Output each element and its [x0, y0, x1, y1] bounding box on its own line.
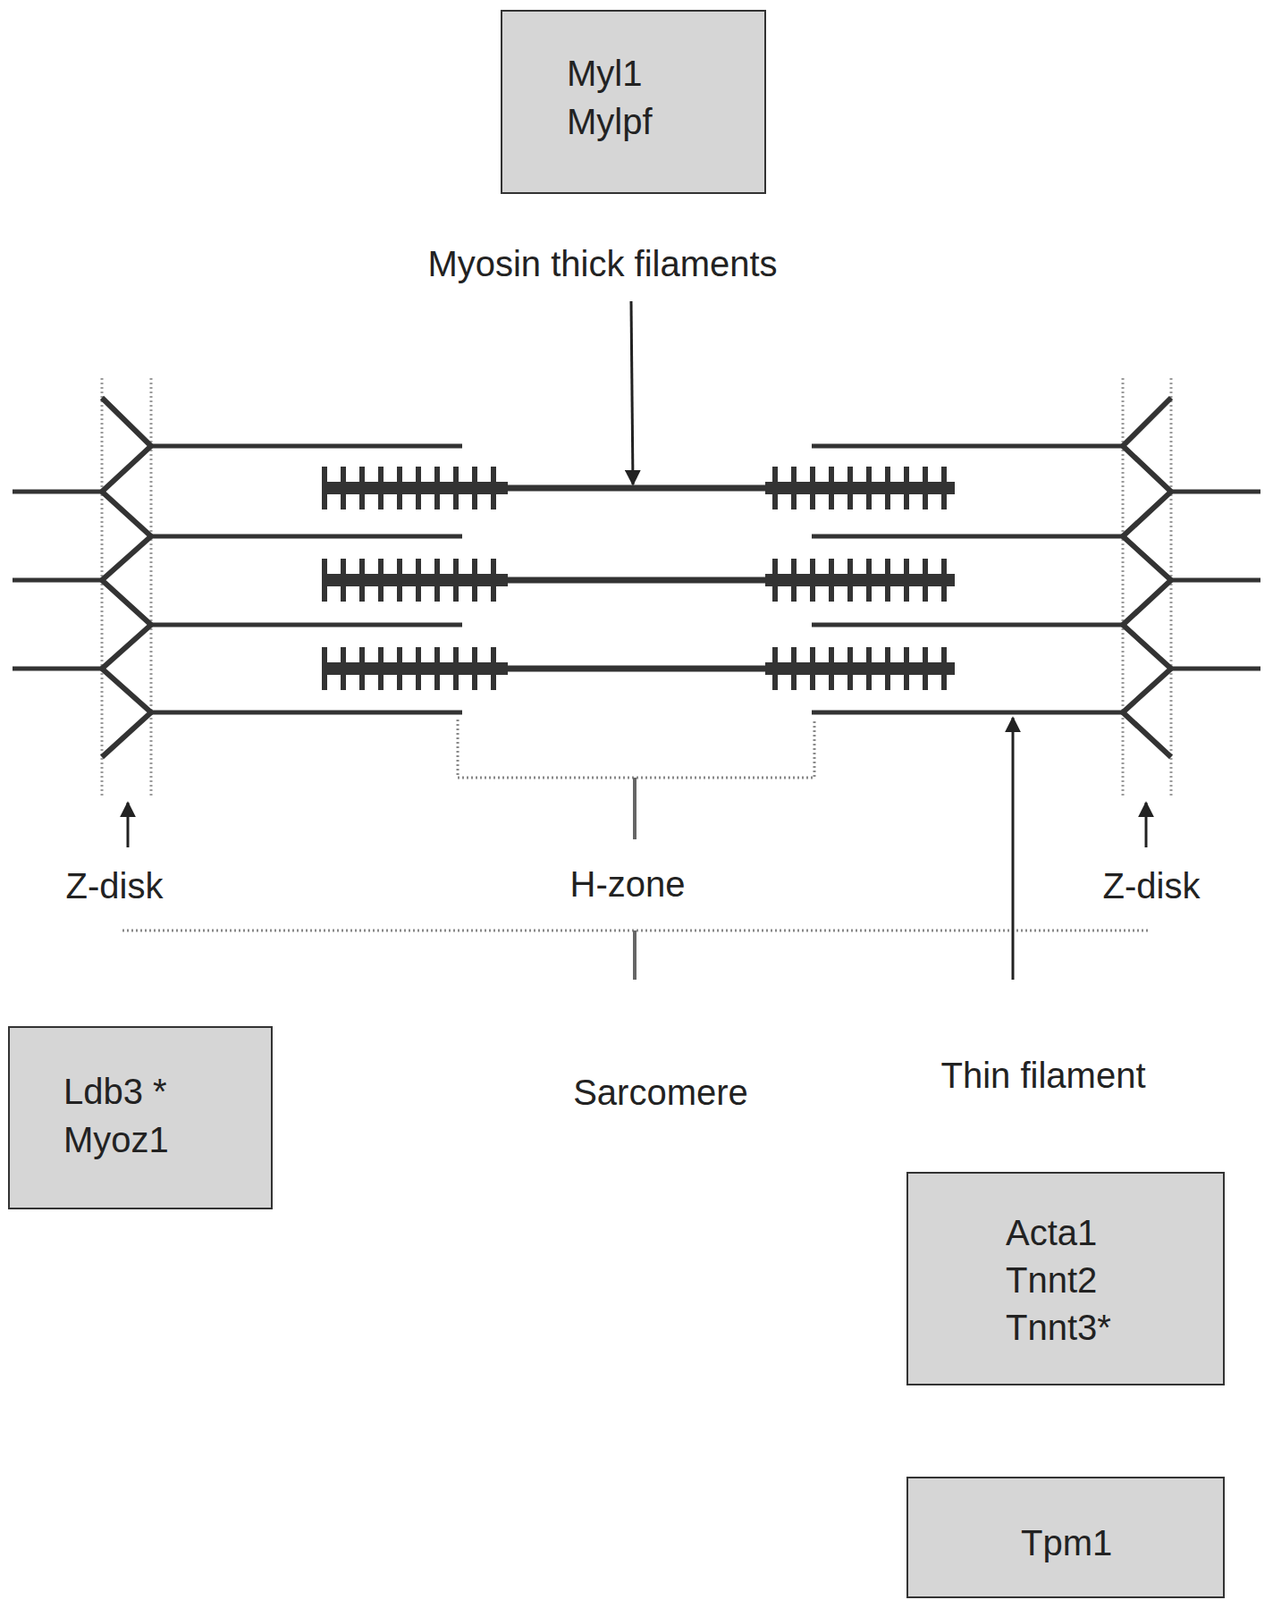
- z-disk-boundary: [101, 378, 1172, 797]
- h-zone-bracket: [457, 719, 815, 778]
- gene-name: Acta1: [1005, 1209, 1223, 1257]
- gene-name: Myl1: [566, 49, 765, 98]
- structure-label: Z-disk: [1103, 866, 1201, 907]
- thin-filament: [151, 446, 1123, 713]
- gene-name: Tpm1: [1020, 1518, 1223, 1568]
- gene-name: Ldb3 *: [63, 1067, 271, 1116]
- structure-label: Myosin thick filaments: [427, 244, 777, 285]
- bracket-stem: [632, 930, 637, 980]
- structure-label: Thin filament: [941, 1055, 1147, 1096]
- gene-box: Myl1Mylpf: [500, 9, 767, 194]
- z-disk-zigzag: [101, 397, 1172, 758]
- structure-label: H-zone: [570, 864, 686, 905]
- gene-name: Tnnt2: [1005, 1256, 1223, 1305]
- thick-filament: [321, 488, 955, 669]
- gene-box: Tpm1: [906, 1476, 1225, 1599]
- structure-label: Z-disk: [66, 866, 164, 907]
- bracket-stem: [632, 777, 637, 840]
- gene-box: Ldb3 *Myoz1: [8, 1026, 273, 1210]
- pointer-arrow: [127, 301, 1147, 980]
- outer-filament: [12, 491, 1261, 669]
- structure-label: Sarcomere: [573, 1072, 749, 1113]
- gene-name: Myoz1: [63, 1115, 271, 1164]
- gene-name: Mylpf: [566, 97, 765, 146]
- myosin-cross-bridges: [321, 466, 955, 691]
- gene-box: Acta1Tnnt2Tnnt3*: [906, 1171, 1225, 1386]
- gene-name: Tnnt3*: [1005, 1304, 1223, 1352]
